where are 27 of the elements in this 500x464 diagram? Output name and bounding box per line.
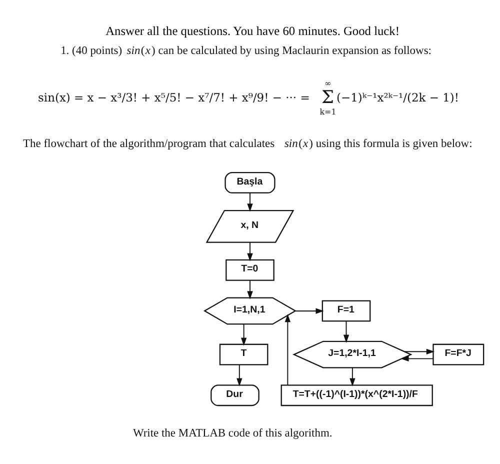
node-box: Başla xyxy=(224,171,276,193)
arrow xyxy=(247,241,253,261)
diagram-title: Answer all the questions. You have 60 minutes. Good luck! xyxy=(106,23,400,38)
node-box: T xyxy=(219,343,268,365)
node-box: F=1 xyxy=(322,300,371,322)
arrow xyxy=(284,313,291,385)
label: (−1)ᵏ⁻¹x²ᵏ⁻¹/(2k − 1)! xyxy=(336,90,460,104)
label: Σ xyxy=(322,87,334,108)
arrow xyxy=(294,308,324,314)
arrow xyxy=(400,355,434,362)
node-box: Dur xyxy=(210,384,260,406)
arrow xyxy=(350,366,356,386)
arrow xyxy=(247,279,253,299)
label: Write the MATLAB code of this algorithm. xyxy=(132,426,332,439)
arrow xyxy=(404,348,435,354)
label: k=1 xyxy=(320,106,336,116)
label: 1. (40 points) sin(x) can be calculated by using Maclaurin expansion as follows: xyxy=(60,44,432,57)
arrow xyxy=(343,320,350,342)
node-box: T=0 xyxy=(226,258,274,280)
label: ∞ xyxy=(324,78,332,88)
arrow xyxy=(240,323,247,346)
arrow xyxy=(247,192,253,212)
arrow xyxy=(236,364,242,386)
node-box: F=F*J xyxy=(432,343,484,365)
node-box: T=T+((-1)^(I-1))*(x^(2*I-1))/F xyxy=(280,384,433,406)
label: sin(x) = x − x³/3! + x⁵/5! − x⁷/7! + x⁹/9! − ··· = xyxy=(38,90,310,104)
label: The flowchart of the algorithm/program that calculates sin(x) using this formula is given below: xyxy=(23,137,472,150)
